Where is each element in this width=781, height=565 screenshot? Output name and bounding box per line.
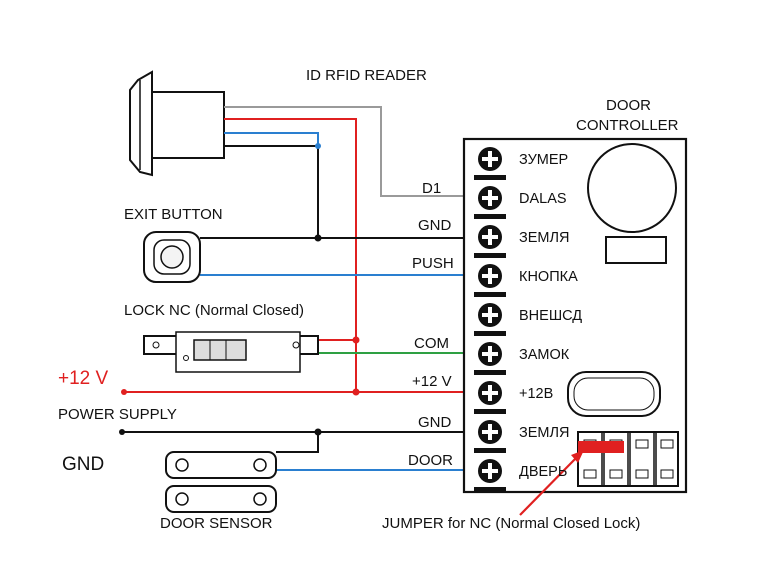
electric-lock bbox=[143, 331, 319, 373]
terminal-label: ЗЕМЛЯ bbox=[519, 425, 570, 441]
rfid-reader bbox=[129, 70, 225, 177]
plus12-big-label: +12 V bbox=[58, 368, 109, 389]
wire-d1-gray bbox=[224, 106, 490, 197]
lock-title: LOCK NC (Normal Closed) bbox=[124, 302, 304, 319]
door-sensor-title: DOOR SENSOR bbox=[160, 515, 273, 532]
terminal-label: ВНЕШСД bbox=[519, 308, 582, 324]
jumper-arrow bbox=[519, 455, 579, 516]
wire-sensor-black bbox=[276, 432, 319, 453]
terminal-separator bbox=[474, 331, 506, 336]
terminal-block: ЗУМЕР DALAS ЗЕМЛЯ КНОПКА ВНЕШСД ЗАМОК +12В ЗЕМЛ… bbox=[474, 147, 582, 492]
terminal-slot bbox=[488, 229, 492, 245]
controller-title-line2: CONTROLLER bbox=[576, 117, 679, 134]
door-sensor bbox=[165, 451, 277, 513]
wire-label-gnd-bottom: GND bbox=[418, 414, 452, 431]
junction-dot bbox=[119, 429, 125, 435]
exit-button-title: EXIT BUTTON bbox=[124, 206, 223, 223]
junction-dot bbox=[121, 389, 127, 395]
junction-dot bbox=[315, 143, 321, 149]
wire-label-plus12: +12 V bbox=[412, 373, 452, 390]
board-crystal-inner bbox=[573, 377, 655, 411]
terminal-slot bbox=[488, 424, 492, 440]
terminal-separator bbox=[474, 448, 506, 453]
wire-label-d1: D1 bbox=[422, 180, 441, 197]
terminal-label: DALAS bbox=[519, 191, 567, 207]
terminal-separator bbox=[474, 409, 506, 414]
terminal-separator bbox=[474, 487, 506, 492]
terminal-label: ЗЕМЛЯ bbox=[519, 230, 570, 246]
power-supply-label: POWER SUPPLY bbox=[58, 406, 177, 423]
terminal-separator bbox=[474, 253, 506, 258]
terminal-slot bbox=[488, 190, 492, 206]
wire-reader-blue bbox=[224, 132, 319, 144]
terminal-label: ДВЕРЬ bbox=[519, 464, 567, 480]
board-crystal bbox=[567, 371, 661, 417]
exit-button bbox=[143, 231, 201, 283]
wire-label-push: PUSH bbox=[412, 255, 454, 272]
terminal-separator bbox=[474, 214, 506, 219]
terminal-separator bbox=[474, 370, 506, 375]
terminal-slot bbox=[488, 307, 492, 323]
jumper-note: JUMPER for NC (Normal Closed Lock) bbox=[382, 515, 640, 532]
terminal-label: +12В bbox=[519, 386, 553, 402]
terminal-separator bbox=[474, 292, 506, 297]
wire-reader-red bbox=[224, 118, 357, 392]
buzzer bbox=[587, 143, 677, 233]
wire-label-gnd-top: GND bbox=[418, 217, 452, 234]
board-component bbox=[605, 236, 667, 264]
terminal-label: ЗУМЕР bbox=[519, 152, 568, 168]
terminal-slot bbox=[488, 385, 492, 401]
junction-dot bbox=[352, 388, 360, 396]
terminal-slot bbox=[488, 151, 492, 167]
terminal-slot bbox=[488, 268, 492, 284]
gnd-big-label: GND bbox=[62, 454, 104, 475]
junction-dot bbox=[314, 234, 322, 242]
wire-label-door: DOOR bbox=[408, 452, 453, 469]
terminal-slot bbox=[488, 346, 492, 362]
junction-dot bbox=[352, 336, 360, 344]
wire-reader-black bbox=[224, 145, 319, 238]
terminal-label: КНОПКА bbox=[519, 269, 578, 285]
terminal-separator bbox=[474, 175, 506, 180]
jumper-block bbox=[577, 431, 679, 487]
controller-title-line1: DOOR bbox=[606, 97, 651, 114]
wire-label-com: COM bbox=[414, 335, 449, 352]
rfid-reader-title: ID RFID READER bbox=[306, 67, 427, 84]
jumper-arrowhead bbox=[571, 450, 584, 463]
terminal-slot bbox=[488, 463, 492, 479]
terminal-label: ЗАМОК bbox=[519, 347, 570, 363]
jumper-cap bbox=[578, 441, 624, 453]
